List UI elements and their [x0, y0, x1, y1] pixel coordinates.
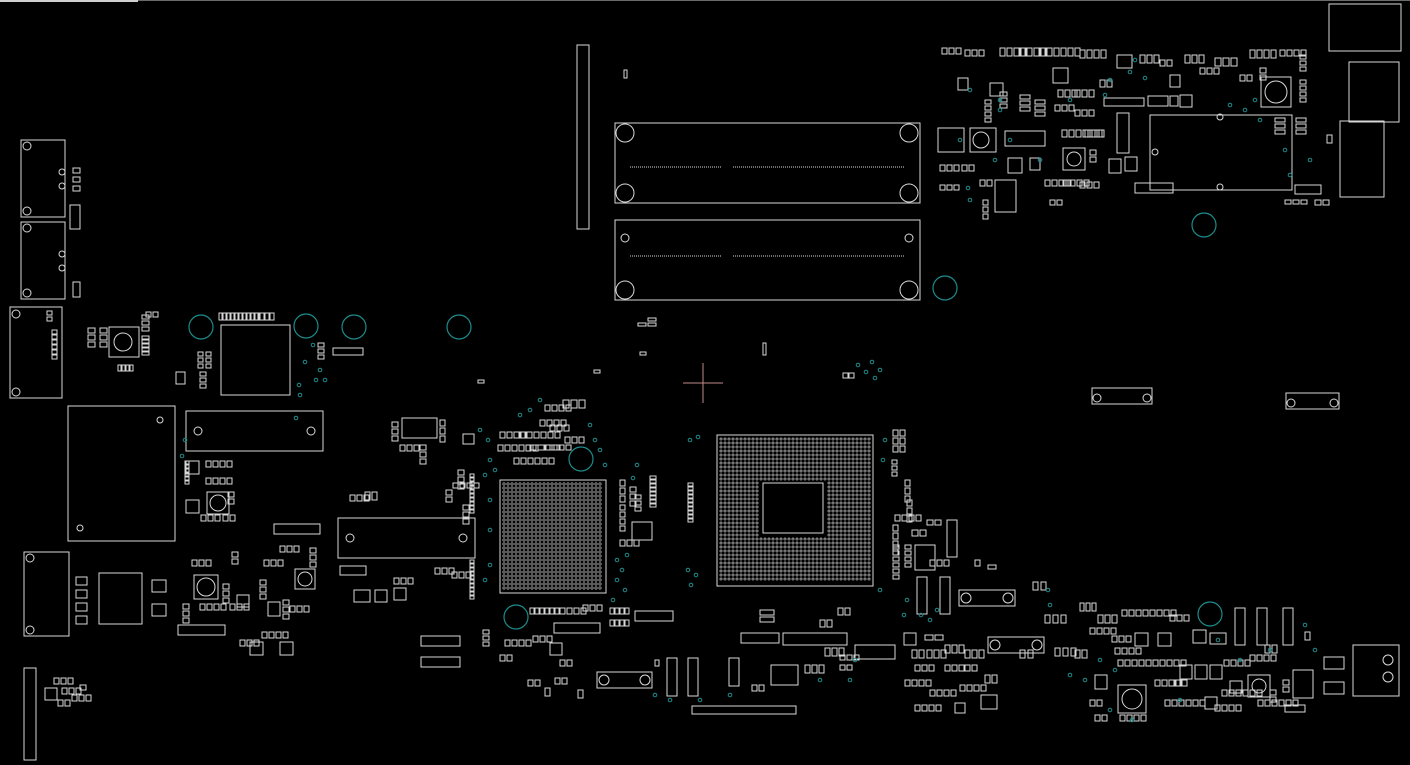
ic-regulator	[108, 326, 140, 358]
rj45-connector	[1328, 3, 1402, 52]
inductor	[294, 568, 316, 590]
slot-connector	[337, 517, 476, 559]
crosshair-cursor	[683, 363, 723, 403]
usb-connector-right	[1352, 644, 1400, 697]
sodimm-slot-1	[614, 122, 921, 204]
inductor	[1260, 76, 1292, 108]
inductor	[1062, 147, 1086, 171]
io-header	[23, 667, 37, 761]
inductor	[1247, 674, 1271, 698]
cpu-socket	[716, 434, 874, 587]
mounting-holes	[188, 212, 1223, 630]
vias	[179, 57, 1318, 723]
hdmi-connector	[9, 306, 63, 399]
vertical-header	[576, 44, 590, 230]
fpc-connector	[1091, 387, 1153, 405]
usb-connector	[20, 221, 66, 300]
bottom-header	[691, 705, 797, 715]
dc-jack	[1348, 61, 1400, 123]
slot-connector	[185, 410, 324, 452]
audio-jack	[1339, 120, 1385, 198]
chipset-bga	[499, 479, 607, 594]
ic-module	[67, 405, 176, 542]
smd-pads	[46, 47, 1333, 722]
ic-qfn	[220, 324, 291, 396]
vga-connector	[23, 551, 70, 637]
inductor	[206, 491, 230, 515]
usb-connector	[20, 139, 66, 218]
inductor	[193, 574, 219, 600]
inductor	[1117, 684, 1147, 714]
fpc-connector	[1285, 392, 1340, 410]
window-edge	[138, 0, 1410, 1]
component-outlines	[9, 3, 1402, 761]
ic-transformer	[98, 572, 143, 625]
ic-large-right	[1149, 114, 1293, 191]
toolbar-strip	[0, 0, 138, 2]
sodimm-slot-2	[614, 219, 921, 301]
